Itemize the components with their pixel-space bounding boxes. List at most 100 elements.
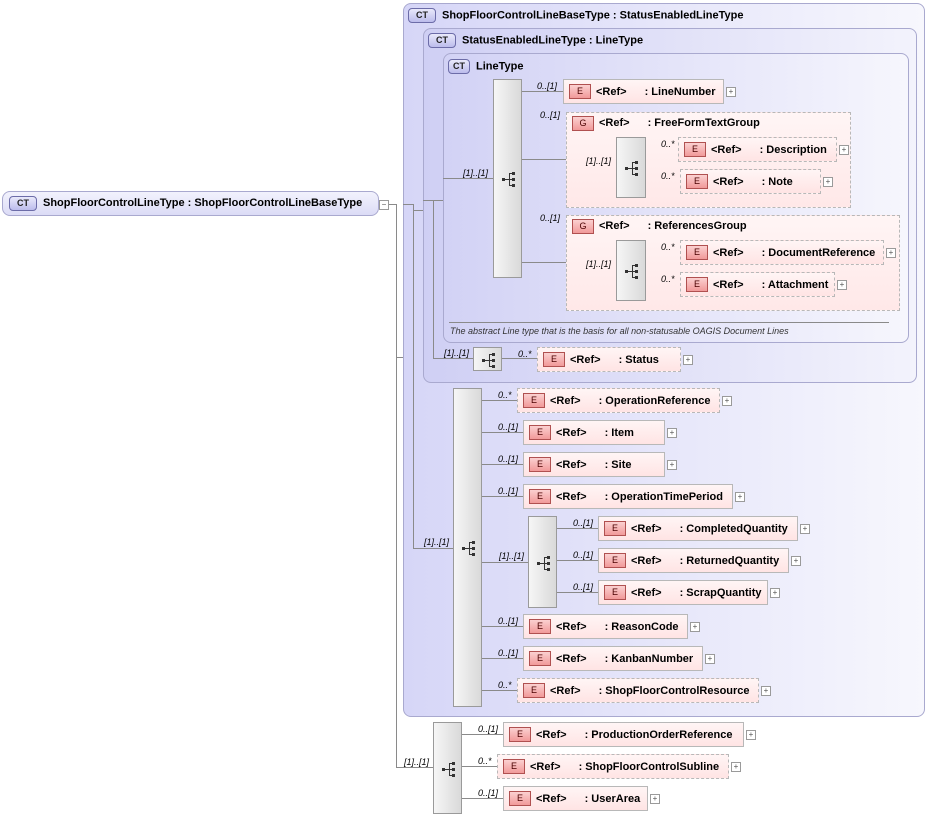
quantity-sequence[interactable] xyxy=(528,516,557,608)
element-reason-code[interactable]: E<Ref>: ReasonCode xyxy=(523,614,688,639)
element-badge: E xyxy=(523,683,545,698)
expand-plus-icon[interactable]: + xyxy=(731,762,741,772)
ref-label: <Ref> xyxy=(713,278,744,291)
element-completed-quantity[interactable]: E <Ref> : CompletedQuantity xyxy=(598,516,798,541)
cardinality-shop-floor-control-resource: 0..* xyxy=(498,680,512,690)
element-kanban-number[interactable]: E<Ref>: KanbanNumber xyxy=(523,646,703,671)
element-shop-floor-control-subline[interactable]: E<Ref>: ShopFloorControlSubline xyxy=(497,754,729,779)
collapse-minus-icon[interactable]: − xyxy=(379,200,389,210)
element-badge: E xyxy=(529,425,551,440)
element-name: : ReturnedQuantity xyxy=(679,554,780,567)
cardinality-line-number: 0..[1] xyxy=(537,81,558,91)
element-note[interactable]: E<Ref>: Note xyxy=(680,169,821,194)
expand-plus-icon[interactable]: + xyxy=(761,686,771,696)
ref-label: <Ref> xyxy=(631,522,662,535)
expand-plus-icon[interactable]: + xyxy=(726,87,736,97)
element-returned-quantity[interactable]: E <Ref> : ReturnedQuantity xyxy=(598,548,789,573)
element-attachment[interactable]: E<Ref>: Attachment xyxy=(680,272,835,297)
expand-plus-icon[interactable]: + xyxy=(837,280,847,290)
element-item[interactable]: E<Ref>: Item xyxy=(523,420,665,445)
complex-type-badge: CT xyxy=(9,195,37,211)
group-name: : FreeFormTextGroup xyxy=(647,117,760,129)
expand-plus-icon[interactable]: + xyxy=(667,428,677,438)
cardinality-item: 0..[1] xyxy=(498,422,519,432)
element-name: : Note xyxy=(761,175,793,188)
quantity-sequence-cardinality: [1]..[1] xyxy=(499,551,525,561)
element-badge: E xyxy=(686,245,708,260)
element-badge: E xyxy=(503,759,525,774)
ref-label: <Ref> xyxy=(713,175,744,188)
ref-label: <Ref> xyxy=(711,143,742,156)
expand-plus-icon[interactable]: + xyxy=(839,145,849,155)
expand-plus-icon[interactable]: + xyxy=(800,524,810,534)
expand-plus-icon[interactable]: + xyxy=(770,588,780,598)
element-operation-reference[interactable]: E <Ref> : OperationReference xyxy=(517,388,720,413)
cardinality-site: 0..[1] xyxy=(498,454,519,464)
expand-plus-icon[interactable]: + xyxy=(735,492,745,502)
cardinality-status: 0..* xyxy=(518,349,532,359)
line-type-sequence[interactable] xyxy=(493,79,522,278)
expand-plus-icon[interactable]: + xyxy=(746,730,756,740)
base-type-sequence[interactable] xyxy=(453,388,482,707)
element-name: : ReasonCode xyxy=(604,620,679,633)
expand-plus-icon[interactable]: + xyxy=(683,355,693,365)
element-name: : ScrapQuantity xyxy=(679,586,762,599)
line-type-sequence-cardinality: [1]..[1] xyxy=(463,168,489,178)
ref-label: <Ref> xyxy=(556,652,587,665)
element-badge: E xyxy=(604,521,626,536)
root-sequence[interactable] xyxy=(433,722,462,814)
cardinality-returned-quantity: 0..[1] xyxy=(573,550,594,560)
base-type-sequence-cardinality: [1]..[1] xyxy=(424,537,450,547)
element-status[interactable]: E<Ref>: Status xyxy=(537,347,681,372)
expand-plus-icon[interactable]: + xyxy=(690,622,700,632)
element-badge: E xyxy=(509,791,531,806)
element-badge: E xyxy=(523,393,545,408)
sequence-icon xyxy=(462,541,475,556)
group-badge: G xyxy=(572,116,594,131)
element-name: : ShopFloorControlResource xyxy=(598,684,750,697)
ref-label: <Ref> xyxy=(631,554,662,567)
element-name: : DocumentReference xyxy=(761,246,876,259)
element-production-order-reference[interactable]: E<Ref>: ProductionOrderReference xyxy=(503,722,744,747)
element-line-number[interactable]: E<Ref>: LineNumber xyxy=(563,79,724,104)
element-document-reference[interactable]: E<Ref>: DocumentReference xyxy=(680,240,884,265)
element-badge: E xyxy=(543,352,565,367)
element-badge: E xyxy=(604,553,626,568)
expand-plus-icon[interactable]: + xyxy=(667,460,677,470)
expand-plus-icon[interactable]: + xyxy=(886,248,896,258)
ref-label: <Ref> xyxy=(570,353,601,366)
expand-plus-icon[interactable]: + xyxy=(722,396,732,406)
element-operation-time-period[interactable]: E<Ref>: OperationTimePeriod xyxy=(523,484,733,509)
expand-plus-icon[interactable]: + xyxy=(823,177,833,187)
expand-plus-icon[interactable]: + xyxy=(650,794,660,804)
documentation-divider xyxy=(449,322,889,323)
element-site[interactable]: E<Ref>: Site xyxy=(523,452,665,477)
element-name: : KanbanNumber xyxy=(604,652,694,665)
element-description[interactable]: E<Ref>: Description xyxy=(678,137,837,162)
cardinality-operation-reference: 0..* xyxy=(498,390,512,400)
element-name: : Site xyxy=(604,458,632,471)
expand-plus-icon[interactable]: + xyxy=(791,556,801,566)
cardinality-note: 0..* xyxy=(661,171,675,181)
ref-label: <Ref> xyxy=(550,394,581,407)
sequence-icon xyxy=(537,556,550,571)
free-form-text-sequence[interactable] xyxy=(616,137,646,198)
sequence-icon xyxy=(502,172,515,187)
element-name: : CompletedQuantity xyxy=(679,522,788,535)
element-scrap-quantity[interactable]: E<Ref>: ScrapQuantity xyxy=(598,580,768,605)
status-sequence-cardinality: [1]..[1] xyxy=(444,348,470,358)
ref-label: <Ref> xyxy=(530,760,561,773)
expand-plus-icon[interactable]: + xyxy=(705,654,715,664)
ref-label: <Ref> xyxy=(556,458,587,471)
cardinality-completed-quantity: 0..[1] xyxy=(573,518,594,528)
ref-label: <Ref> xyxy=(596,85,627,98)
references-sequence[interactable] xyxy=(616,240,646,301)
element-user-area[interactable]: E<Ref>: UserArea xyxy=(503,786,648,811)
element-name: : OperationReference xyxy=(598,394,711,407)
element-shop-floor-control-resource[interactable]: E<Ref>: ShopFloorControlResource xyxy=(517,678,759,703)
group-badge: G xyxy=(572,219,594,234)
status-sequence[interactable] xyxy=(473,347,502,371)
ref-label: <Ref> xyxy=(556,426,587,439)
